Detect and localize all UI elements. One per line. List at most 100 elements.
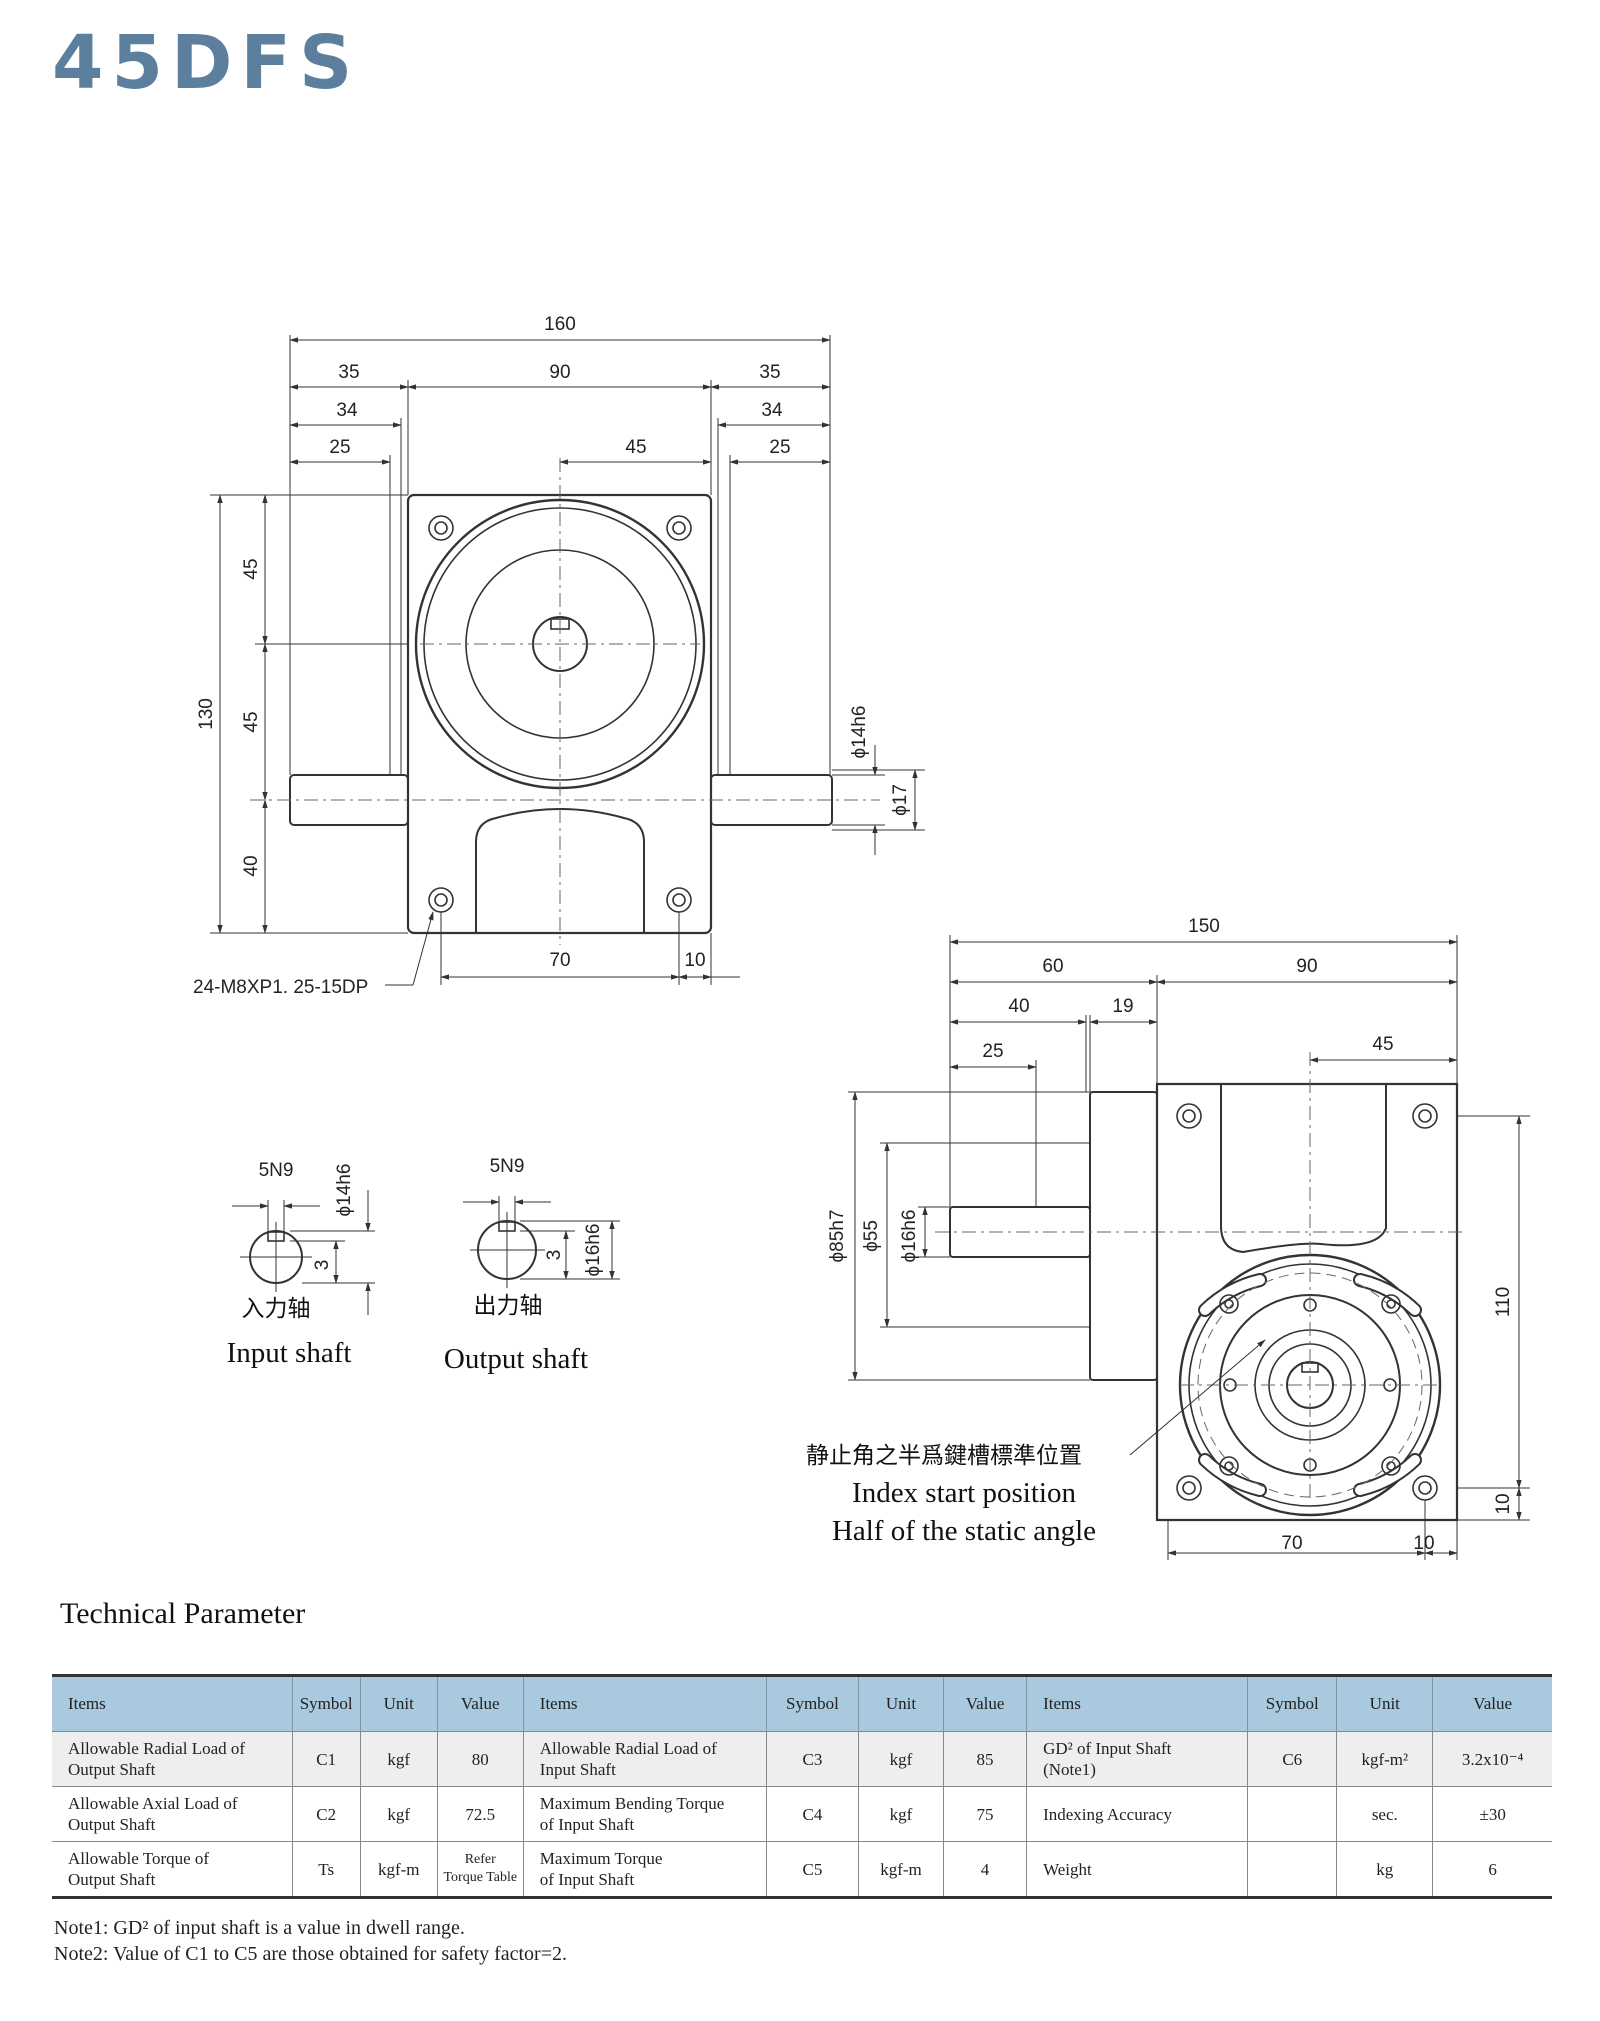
dim-phi85h7: ϕ85h7	[827, 1210, 848, 1263]
dim-phi14h6: ϕ14h6	[849, 706, 870, 759]
front-dimension-texts: 160 35 90 35 34 34 25 25 45 130 45 45 40…	[193, 314, 911, 998]
output-shaft-label-en: Output shaft	[444, 1343, 588, 1375]
dim-35-right: 35	[759, 362, 780, 383]
header-symbol-1: Symbol	[291, 1674, 361, 1732]
table-cell: kgf-m²	[1336, 1731, 1433, 1787]
header-unit-1: Unit	[359, 1674, 438, 1732]
dim-25-side: 25	[982, 1041, 1003, 1062]
dim-10-front: 10	[684, 950, 705, 971]
dim-110: 110	[1493, 1287, 1514, 1317]
index-note-en-2: Half of the static angle	[832, 1515, 1096, 1547]
index-note: 静止角之半爲鍵槽標準位置 Index start position Half o…	[806, 1443, 1096, 1547]
dim-40-side: 40	[1008, 996, 1029, 1017]
dim-45-side: 45	[1372, 1034, 1393, 1055]
dim-70-side: 70	[1281, 1533, 1302, 1554]
table-cell: ±30	[1432, 1786, 1552, 1842]
table-cell: C6	[1247, 1731, 1337, 1787]
header-value-2: Value	[943, 1674, 1027, 1732]
dim-40: 40	[241, 855, 262, 876]
input-shaft-label-en: Input shaft	[227, 1337, 352, 1369]
dim-phi55: ϕ55	[861, 1220, 882, 1252]
front-view	[289, 493, 833, 935]
output-key-depth: 3	[544, 1250, 565, 1261]
header-unit-3: Unit	[1336, 1674, 1433, 1732]
header-value-1: Value	[436, 1674, 524, 1732]
header-unit-2: Unit	[857, 1674, 944, 1732]
dim-160: 160	[544, 314, 576, 335]
output-shaft-label-cn: 出力轴	[474, 1293, 543, 1319]
input-shaft-section: 5N9 ϕ14h6 3 入力轴 Input shaft	[227, 1160, 375, 1369]
table-cell: Indexing Accuracy	[1026, 1786, 1248, 1842]
output-shaft-section: 5N9 ϕ16h6 3 出力轴 Output shaft	[444, 1156, 620, 1375]
table-cell: Weight	[1026, 1841, 1248, 1899]
dim-34-right: 34	[761, 400, 783, 421]
table-cell: Ts	[291, 1841, 361, 1899]
note-1: Note1: GD² of input shaft is a value in …	[54, 1917, 465, 1939]
dim-90: 90	[549, 362, 570, 383]
table-cell: kgf	[359, 1786, 438, 1842]
dim-130: 130	[196, 698, 217, 730]
table-cell: C4	[765, 1786, 859, 1842]
index-note-cn: 静止角之半爲鍵槽標準位置	[806, 1443, 1082, 1469]
dim-35-left: 35	[338, 362, 359, 383]
header-items-2: Items	[522, 1674, 767, 1732]
dim-90-side: 90	[1296, 956, 1317, 977]
header-items-3: Items	[1026, 1674, 1248, 1732]
table-cell: 75	[943, 1786, 1027, 1842]
table-cell	[1247, 1841, 1337, 1899]
table-cell: C1	[291, 1731, 361, 1787]
dim-45-lower: 45	[241, 711, 262, 732]
dim-70-front: 70	[549, 950, 570, 971]
front-dimension-lines	[210, 335, 925, 986]
output-key-width: 5N9	[490, 1156, 525, 1177]
tapped-hole-spec: 24-M8XP1. 25-15DP	[193, 977, 368, 998]
table-cell: kgf-m	[359, 1841, 438, 1899]
header-symbol-3: Symbol	[1247, 1674, 1337, 1732]
table-cell	[1247, 1786, 1337, 1842]
output-shaft-diameter: ϕ16h6	[583, 1224, 604, 1277]
side-centerlines	[935, 1052, 1465, 1500]
header-value-3: Value	[1432, 1674, 1552, 1732]
dim-19: 19	[1112, 996, 1133, 1017]
table-header-row: Items Symbol Unit Value Items Symbol Uni…	[52, 1674, 1552, 1732]
dim-phi16h6-side: ϕ16h6	[899, 1210, 920, 1263]
technical-parameter-title: Technical Parameter	[60, 1597, 306, 1630]
dim-60: 60	[1042, 956, 1063, 977]
dim-25-right: 25	[769, 437, 790, 458]
dim-34-left: 34	[336, 400, 358, 421]
input-key-width: 5N9	[259, 1160, 294, 1181]
table-cell: 80	[436, 1731, 524, 1787]
dim-45-upper: 45	[241, 558, 262, 579]
page-title: 45DFS	[52, 20, 361, 106]
header-symbol-2: Symbol	[765, 1674, 859, 1732]
input-shaft-label-cn: 入力轴	[242, 1296, 311, 1322]
dim-10-side-right: 10	[1493, 1493, 1514, 1514]
table-cell: kgf	[857, 1731, 944, 1787]
technical-drawing: 160 35 90 35 34 34 25 25 45 130 45 45 40…	[193, 314, 1530, 1560]
input-key-depth: 3	[312, 1260, 333, 1271]
index-note-en-1: Index start position	[852, 1477, 1076, 1509]
side-dimension-texts: 150 60 90 40 19 25 45 ϕ85h7 ϕ55 ϕ16h6 11…	[827, 916, 1514, 1554]
table-cell: GD² of Input Shaft(Note1)	[1026, 1731, 1248, 1787]
table-cell: kg	[1336, 1841, 1433, 1899]
table-cell: 3.2x10⁻⁴	[1432, 1731, 1552, 1787]
dim-150: 150	[1188, 916, 1220, 937]
input-shaft-diameter: ϕ14h6	[334, 1164, 355, 1217]
dim-phi17: ϕ17	[890, 784, 911, 816]
dim-45-top: 45	[625, 437, 646, 458]
note-2: Note2: Value of C1 to C5 are those obtai…	[54, 1943, 567, 1965]
table-cell: 6	[1432, 1841, 1552, 1899]
dim-10-side-bottom: 10	[1413, 1533, 1434, 1554]
table-cell: C3	[765, 1731, 859, 1787]
header-items-1: Items	[52, 1674, 293, 1732]
table-cell: kgf	[359, 1731, 438, 1787]
